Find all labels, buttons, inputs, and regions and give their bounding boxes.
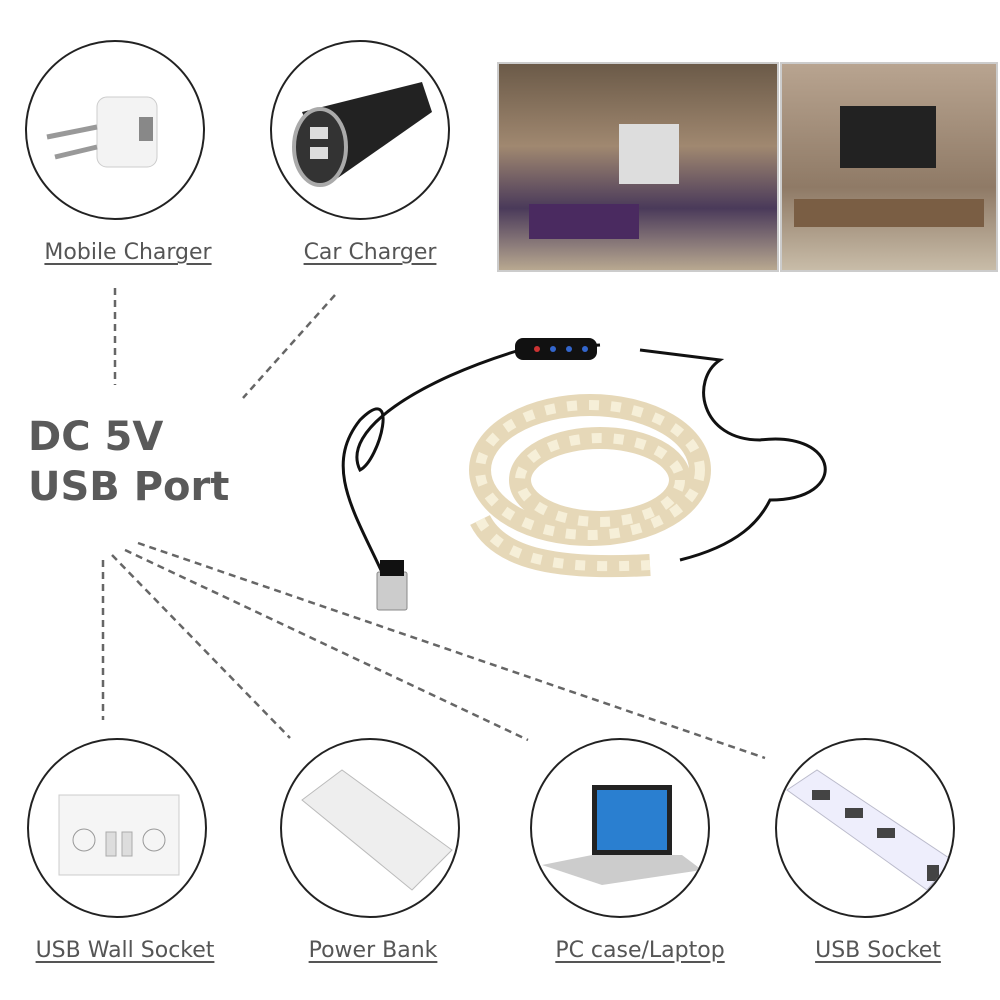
title-line-1: DC 5V [28,414,164,460]
led-strip-illustration [341,338,827,611]
dashed-line-car [242,294,336,399]
laptop-icon [542,785,702,885]
usb-plug [376,571,408,611]
wall-socket-icon [58,794,180,876]
label-mobile-charger: Mobile Charger [44,240,212,265]
title-line-2: USB Port [28,464,230,510]
mobile-charger-circle [25,40,205,220]
usb-hub-icon [786,769,953,891]
label-usb-wall-socket: USB Wall Socket [35,938,215,963]
power-bank-circle [280,738,460,918]
car-charger-icon [292,82,432,187]
page-title: DC 5V USB Port [28,412,229,512]
dashed-line-hub [137,541,766,760]
wall-charger-icon [46,96,158,168]
car-charger-circle [270,40,450,220]
label-power-bank: Power Bank [308,938,438,963]
dashed-line-laptop [124,548,529,742]
label-usb-socket: USB Socket [815,938,941,963]
usb-socket-circle [775,738,955,918]
label-pc-laptop: PC case/Laptop [555,938,725,963]
wall-socket-circle [27,738,207,918]
bedroom-photo [497,62,779,272]
laptop-circle [530,738,710,918]
dashed-line-powerbank [111,554,291,739]
label-car-charger: Car Charger [303,240,437,265]
tv-wall-photo [780,62,998,272]
power-bank-icon [301,769,453,891]
